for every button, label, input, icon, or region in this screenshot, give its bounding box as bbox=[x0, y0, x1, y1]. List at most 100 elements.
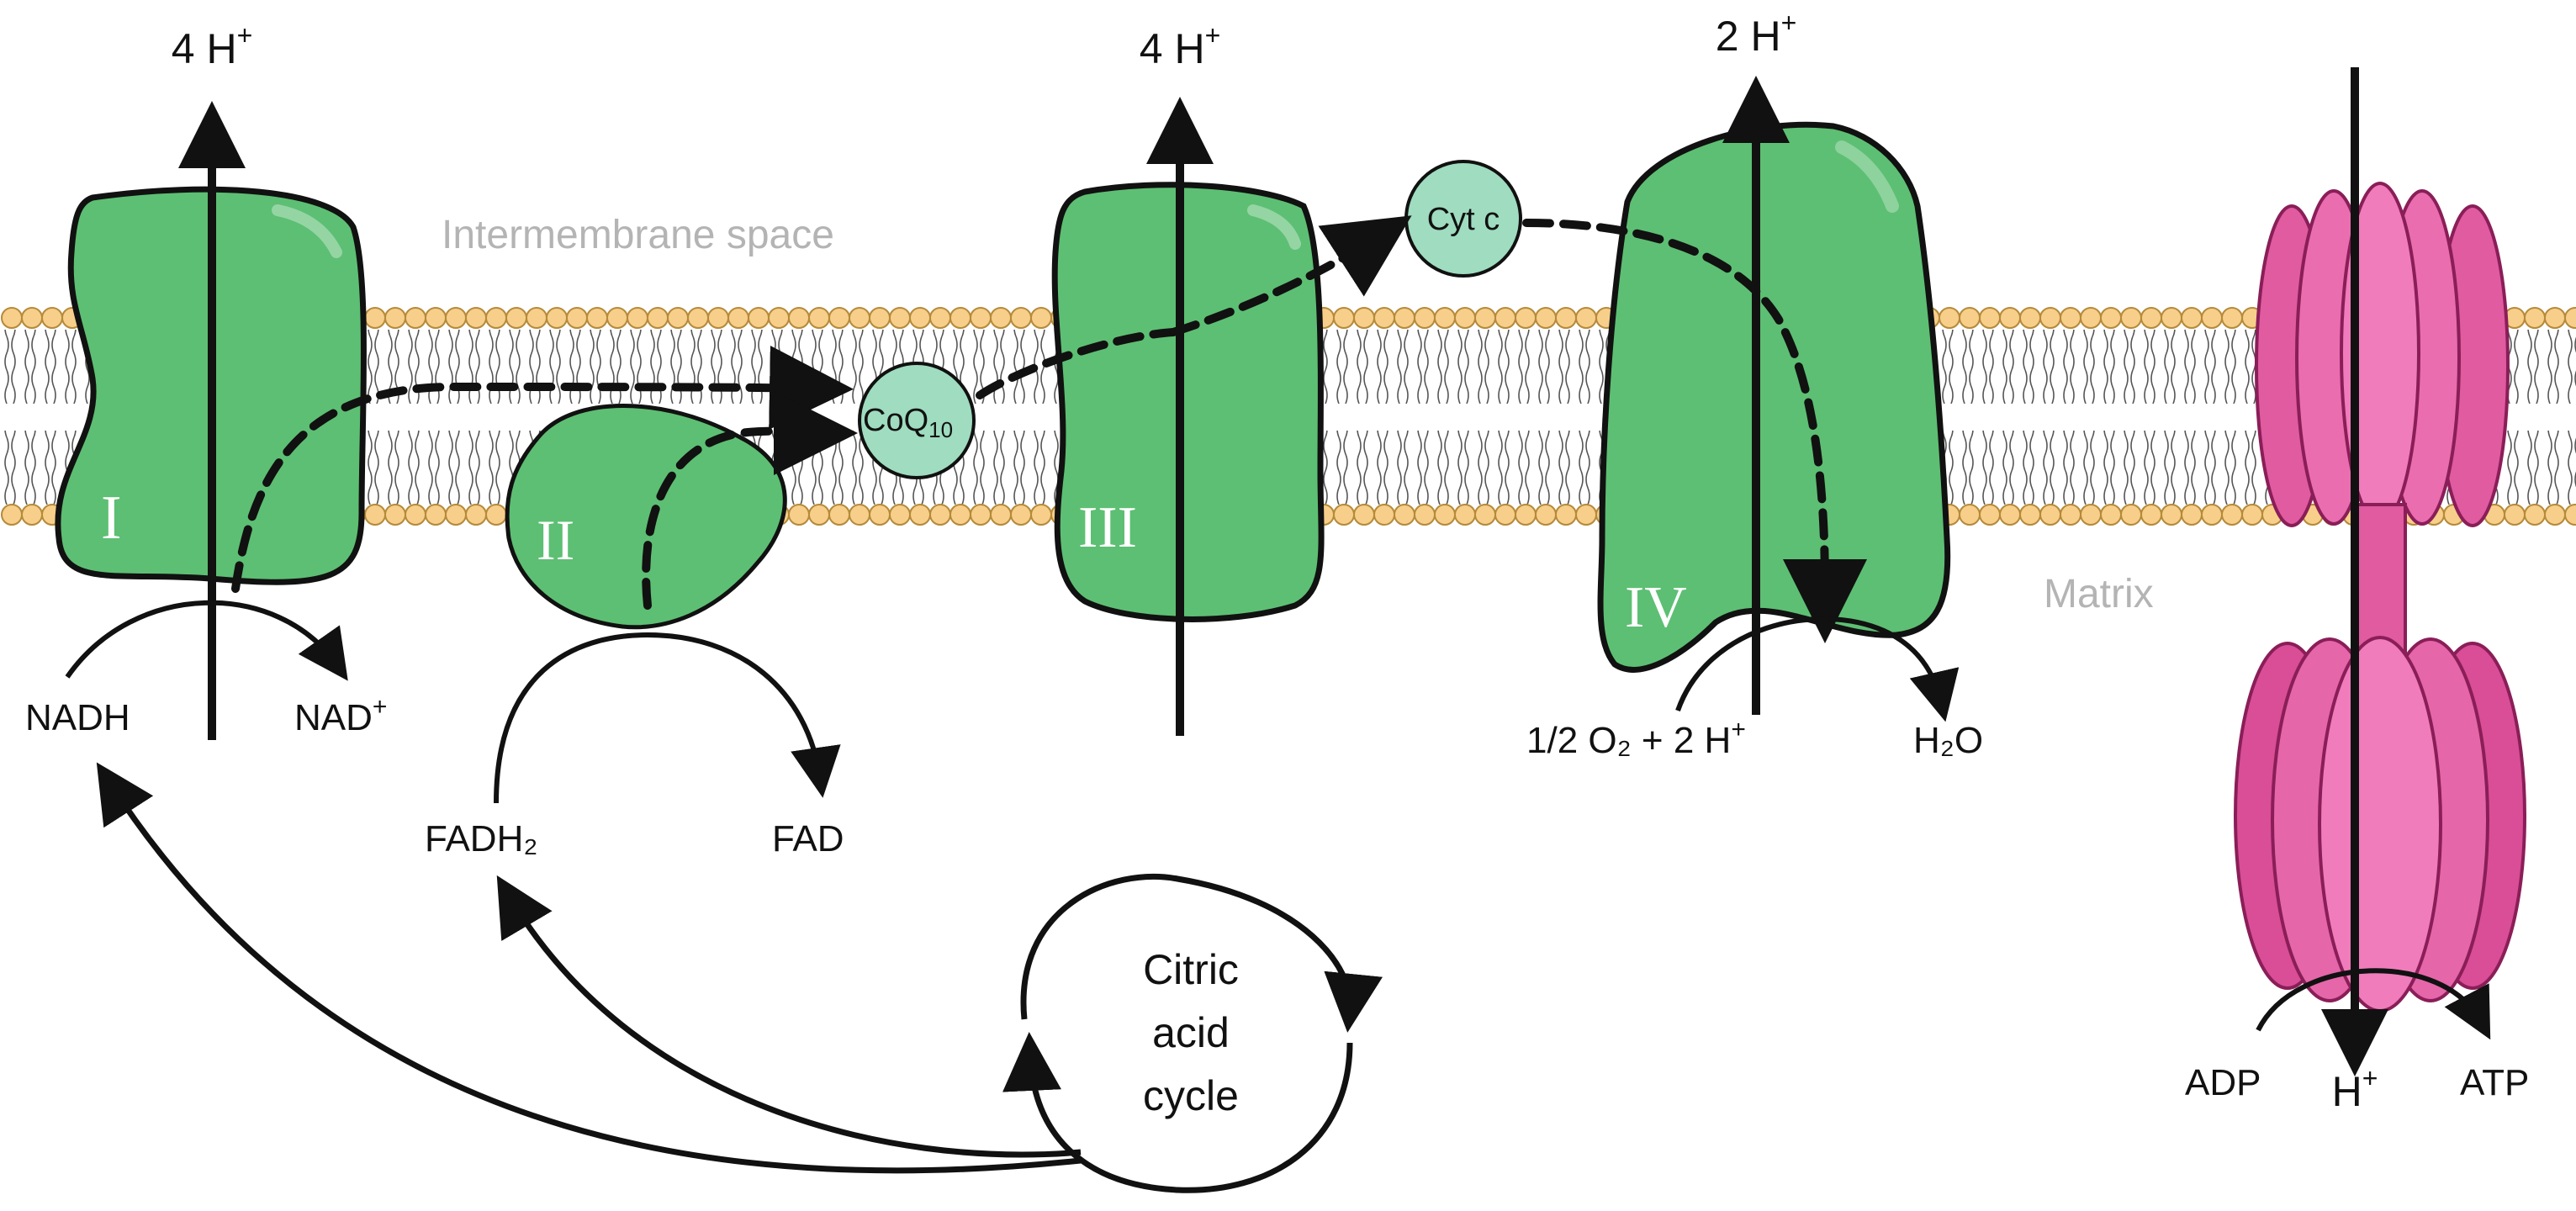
atp-synthesis-arrow bbox=[2256, 968, 2491, 1040]
lipid-head bbox=[1394, 307, 1415, 329]
complex-ii-shape bbox=[505, 404, 787, 630]
reaction-arrows bbox=[65, 600, 2491, 1040]
cycle-arc-bottom bbox=[1002, 1032, 1353, 1193]
electron-path-complex-iii-to-cytc bbox=[1169, 215, 1412, 336]
lipid-head bbox=[1494, 504, 1516, 526]
lipid-head bbox=[2120, 504, 2142, 526]
lipid-head bbox=[970, 307, 992, 329]
lipid-head bbox=[929, 504, 951, 526]
cycle-to-fadh2-arrow bbox=[496, 875, 1082, 1158]
lipid-head bbox=[1353, 504, 1375, 526]
proton-channels bbox=[178, 67, 2388, 1076]
lipid-head bbox=[2524, 307, 2546, 329]
lipid-head bbox=[1010, 504, 1032, 526]
lipid-head bbox=[1373, 504, 1395, 526]
lipid-head bbox=[445, 504, 467, 526]
lipid-head bbox=[1394, 504, 1415, 526]
lipid-head bbox=[909, 307, 931, 329]
lipid-head bbox=[869, 307, 891, 329]
lipid-head bbox=[828, 504, 850, 526]
citric-label-line1: Citric bbox=[1143, 946, 1239, 993]
electron-path-complex-i-to-coq bbox=[231, 345, 854, 593]
lipid-head bbox=[586, 307, 608, 329]
lipid-head bbox=[2524, 504, 2546, 526]
lipid-head bbox=[2060, 307, 2081, 329]
lipid-head bbox=[1414, 504, 1436, 526]
lipid-head bbox=[1010, 307, 1032, 329]
lipid-head bbox=[2019, 504, 2041, 526]
lipid-head bbox=[1555, 307, 1577, 329]
lipid-head bbox=[485, 307, 507, 329]
lipid-head bbox=[21, 307, 43, 329]
atp-label: ATP bbox=[2460, 1062, 2529, 1103]
lipid-head bbox=[1535, 504, 1557, 526]
lipid-head bbox=[2181, 504, 2203, 526]
lipid-head bbox=[808, 307, 830, 329]
lipid-head bbox=[1474, 504, 1496, 526]
lipid-head bbox=[1575, 504, 1597, 526]
lipid-head bbox=[1, 504, 23, 526]
water-label: H₂O bbox=[1913, 720, 1983, 761]
lipid-head bbox=[1333, 307, 1355, 329]
electron-path-complex-ii-to-coq bbox=[642, 390, 858, 610]
lipid-head bbox=[425, 307, 447, 329]
lipid-head bbox=[384, 307, 406, 329]
lipid-head bbox=[1353, 307, 1375, 329]
lipid-head bbox=[949, 504, 971, 526]
lipid-head bbox=[2039, 307, 2061, 329]
lipid-head bbox=[1474, 307, 1496, 329]
lipid-head bbox=[788, 307, 810, 329]
lipid-head bbox=[1333, 504, 1355, 526]
atp-synthase-stalk bbox=[2353, 503, 2407, 658]
fadh2-label: FADH₂ bbox=[425, 818, 537, 859]
intermembrane-space-label: Intermembrane space bbox=[442, 213, 834, 257]
lipid-head bbox=[828, 307, 850, 329]
coq10-carrier: CoQ10 bbox=[858, 362, 976, 479]
lipid-head bbox=[687, 307, 709, 329]
lipid-head bbox=[505, 307, 527, 329]
lipid-head bbox=[1515, 504, 1537, 526]
lipid-head bbox=[1434, 504, 1456, 526]
lipid-head bbox=[1575, 307, 1597, 329]
lipid-head bbox=[2504, 504, 2526, 526]
lipid-head bbox=[2140, 504, 2162, 526]
cycle-to-nadh-arrow bbox=[96, 762, 1082, 1174]
lipid-head bbox=[445, 307, 467, 329]
lipid-head bbox=[1515, 307, 1537, 329]
complex-iii-label: III bbox=[1078, 495, 1137, 560]
complex-iv: IV bbox=[1597, 121, 1951, 673]
lipid-head bbox=[990, 504, 1012, 526]
electron-path-cytc-to-complex-iv bbox=[1522, 219, 1829, 593]
lipid-head bbox=[1959, 307, 1981, 329]
lipid-head bbox=[970, 504, 992, 526]
lipid-head bbox=[1454, 504, 1476, 526]
nadh-label: NADH bbox=[25, 697, 130, 738]
lipid-head bbox=[1999, 504, 2021, 526]
lipid-head bbox=[2080, 504, 2102, 526]
lipid-head bbox=[2181, 307, 2203, 329]
lipid-head bbox=[849, 504, 870, 526]
complex-ii: II bbox=[505, 404, 787, 630]
lipid-head bbox=[2161, 504, 2182, 526]
lipid-head bbox=[606, 307, 628, 329]
lipid-head bbox=[1030, 307, 1052, 329]
lipid-head bbox=[465, 307, 487, 329]
lipid-head bbox=[1414, 307, 1436, 329]
lipid-head bbox=[1494, 307, 1516, 329]
lipid-head bbox=[546, 307, 568, 329]
lipid-head bbox=[364, 307, 386, 329]
complex-iii: III bbox=[1051, 182, 1325, 622]
nadh-oxidation-arrow bbox=[65, 600, 348, 681]
lipid-head bbox=[41, 307, 63, 329]
matrix-label: Matrix bbox=[2044, 572, 2154, 616]
lipid-head bbox=[2080, 307, 2102, 329]
lipid-head bbox=[526, 307, 547, 329]
lipid-head bbox=[2544, 504, 2566, 526]
lipid-head bbox=[727, 307, 749, 329]
lipid-head bbox=[1939, 307, 1960, 329]
lipid-head bbox=[869, 504, 891, 526]
lipid-head bbox=[1555, 504, 1577, 526]
lipid-head bbox=[1535, 307, 1557, 329]
lipid-head bbox=[2564, 504, 2576, 526]
